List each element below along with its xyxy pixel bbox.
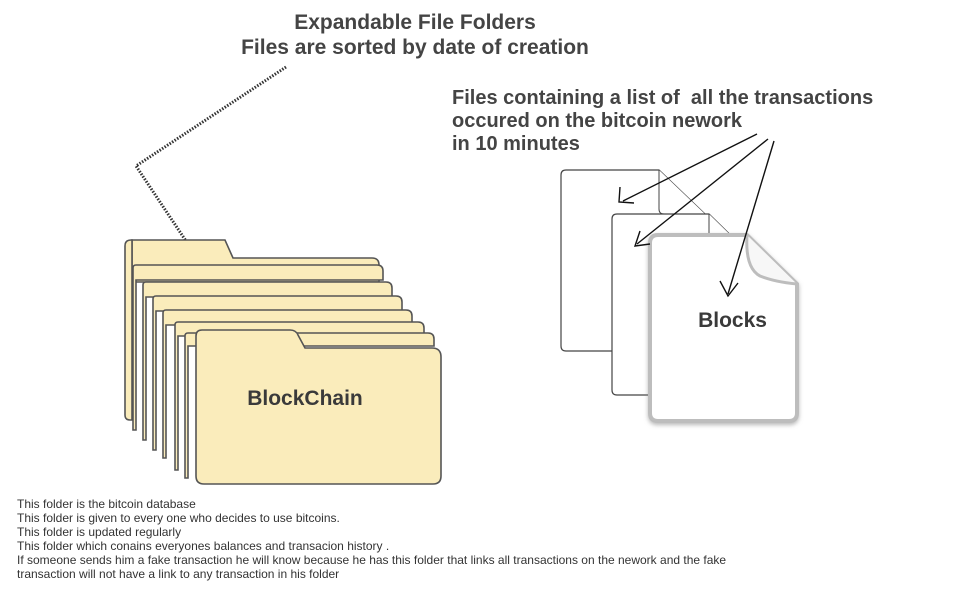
note-line: This folder is given to every one who de…: [17, 511, 340, 525]
files-caption-line-3: in 10 minutes: [452, 133, 580, 155]
folder-layer-1: [132, 264, 384, 431]
note-line: This folder is the bitcoin database: [17, 497, 196, 511]
folder-layer-5: [174, 321, 425, 471]
files-caption-line-2: occured on the bitcoin nework: [452, 110, 743, 132]
caption-arrows: [618, 133, 775, 298]
arrow-to-front-file: [727, 140, 775, 295]
file-page-front: [648, 233, 799, 423]
arrowhead-front-file: [719, 280, 739, 298]
files-caption-line-1: Files containing a list of all the trans…: [452, 87, 874, 109]
folder-layer-6: [184, 332, 435, 479]
note-line: This folder which conains everyones bala…: [17, 539, 390, 553]
title-connector-line: [133, 65, 287, 257]
title-line-1: Expandable File Folders: [294, 11, 536, 34]
folder-layer-2: [142, 281, 393, 441]
arrow-to-middle-file: [636, 138, 769, 245]
title-line-2: Files are sorted by date of creation: [241, 36, 589, 59]
arrowhead-back-file: [618, 186, 635, 204]
arrowhead-middle-file: [633, 230, 651, 247]
note-line: If someone sends him a fake transaction …: [17, 553, 727, 567]
arrow-to-back-file: [622, 133, 758, 202]
blocks-label: Blocks: [698, 309, 767, 332]
diagram-title: Expandable File Folders Files are sorted…: [195, 10, 635, 60]
blockchain-label: BlockChain: [247, 387, 363, 410]
block-files: [560, 169, 799, 423]
note-line: transaction will not have a link to any …: [17, 567, 340, 581]
folder-front: [195, 329, 442, 485]
blockchain-folder-stack: [124, 239, 442, 485]
folder-layer-3: [152, 295, 403, 451]
note-line: This folder is updated regularly: [17, 525, 182, 539]
folder-notes: This folder is the bitcoin database This…: [17, 497, 947, 581]
folder-tab-back: [124, 239, 133, 421]
files-caption: Files containing a list of all the trans…: [452, 87, 957, 156]
